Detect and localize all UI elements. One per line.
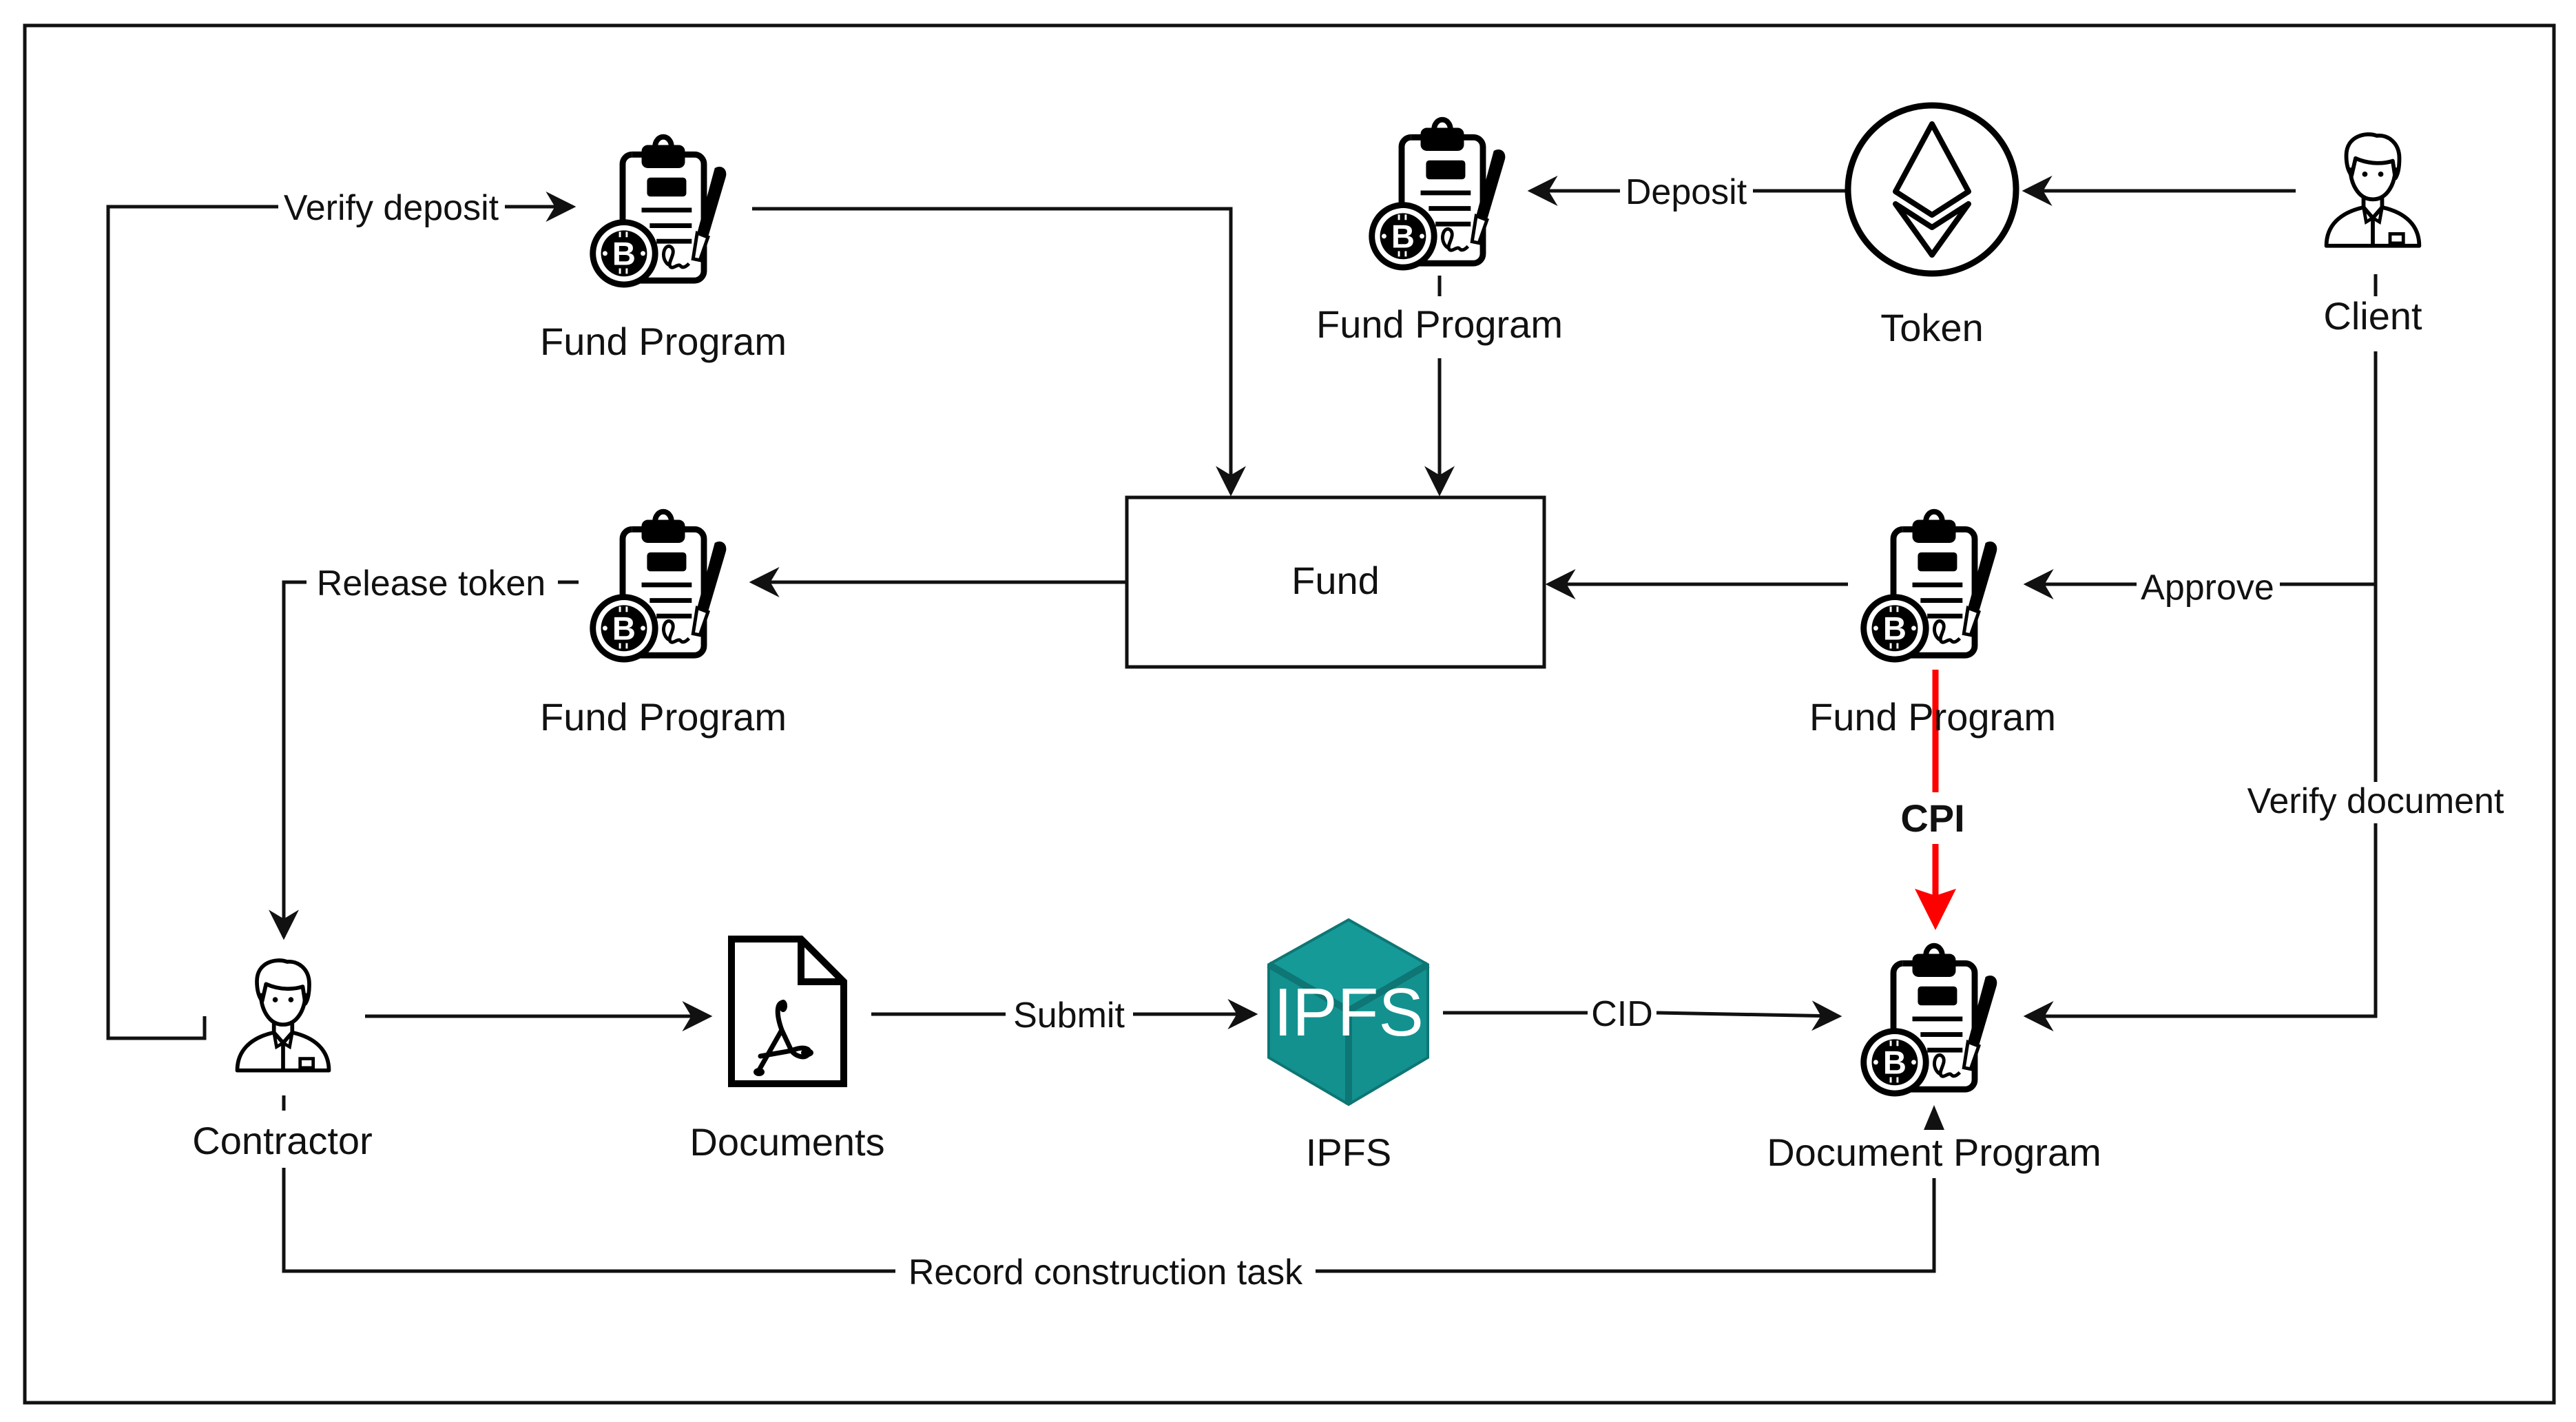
node-fund-program-mid-right[interactable]: Fund Program	[1809, 512, 2056, 739]
edge-label-cid: CID	[1591, 994, 1653, 1034]
node-label: Token	[1880, 306, 1983, 349]
node-label: Fund	[1291, 559, 1380, 602]
edge-release-token: Release token	[269, 564, 579, 940]
edge-label-cpi: CPI	[1900, 796, 1964, 840]
node-label: Fund Program	[1316, 302, 1563, 346]
node-label: IPFS	[1306, 1131, 1391, 1174]
contract-bitcoin-icon	[593, 137, 727, 285]
edge-deposit: Deposit	[1527, 172, 1846, 212]
node-label: Fund Program	[540, 695, 787, 739]
edge-cid: CID	[1443, 994, 1842, 1034]
token-circle	[1845, 102, 2019, 277]
edge-fp-top-left-to-fund	[752, 207, 1246, 497]
edge-cpi: CPI	[1900, 670, 1965, 930]
pdf-file-icon	[728, 936, 847, 1087]
edge-label-release-token: Release token	[317, 564, 546, 604]
user-icon	[2327, 134, 2420, 246]
node-client[interactable]: Client	[2323, 134, 2422, 338]
node-label: Document Program	[1767, 1131, 2101, 1174]
node-fund[interactable]: Fund	[1125, 495, 1546, 669]
edge-label-submit: Submit	[1013, 996, 1125, 1035]
contract-bitcoin-icon	[1864, 512, 1997, 659]
edge-verify-deposit: Verify deposit	[106, 188, 577, 1040]
ipfs-logo-icon: IPFS	[1267, 918, 1430, 1106]
node-label: Fund Program	[540, 320, 787, 363]
node-label: Fund Program	[1809, 695, 2056, 739]
node-documents[interactable]: Documents	[689, 936, 885, 1164]
node-label: Contractor	[192, 1119, 372, 1162]
edge-label-deposit: Deposit	[1625, 172, 1747, 212]
edge-label-record-construction-task: Record construction task	[908, 1253, 1303, 1292]
contract-bitcoin-icon	[1372, 120, 1506, 267]
node-contractor[interactable]: Contractor	[192, 960, 373, 1162]
ethereum-icon	[1893, 121, 1971, 258]
ipfs-logo-text: IPFS	[1274, 974, 1424, 1050]
contract-bitcoin-icon	[1864, 946, 1997, 1093]
node-label: Documents	[689, 1120, 884, 1164]
edge-verify-document-line	[2023, 823, 2378, 1031]
node-token[interactable]: Token	[1845, 102, 2019, 349]
node-fund-program-top-mid[interactable]: Fund Program	[1302, 120, 1577, 348]
node-ipfs[interactable]: IPFS IPFS	[1267, 918, 1430, 1174]
contract-bitcoin-icon	[593, 512, 727, 659]
edge-approve: Approve	[2023, 568, 2376, 608]
edge-label-verify-deposit: Verify deposit	[284, 188, 499, 228]
edge-label-approve: Approve	[2141, 568, 2274, 608]
node-document-program[interactable]: Document Program	[1749, 946, 2118, 1177]
node-label: Client	[2323, 294, 2422, 338]
node-fund-program-mid-left[interactable]: Fund Program	[540, 512, 787, 739]
cpi-arrowhead	[1915, 889, 1956, 930]
edge-record-construction-task: Record construction task	[282, 1105, 1944, 1292]
edge-submit: Submit	[871, 996, 1258, 1035]
edge-label-verify-document: Verify document	[2247, 781, 2504, 821]
user-icon	[238, 960, 329, 1071]
node-fund-program-top-left[interactable]: Fund Program	[540, 137, 787, 363]
diagram-frame	[23, 23, 2556, 1405]
fund-box	[1125, 495, 1546, 669]
